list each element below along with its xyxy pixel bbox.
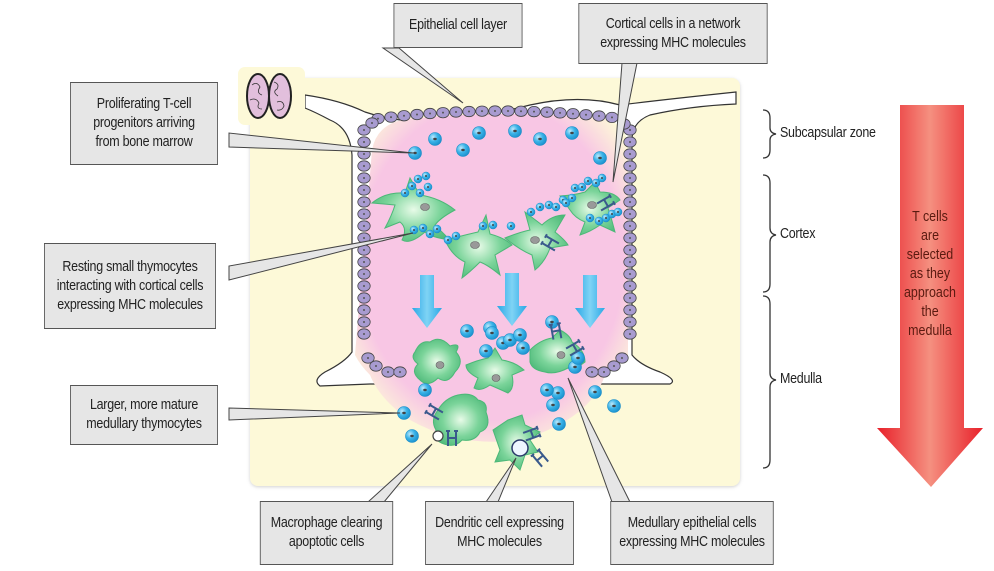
mhc-molecule bbox=[548, 322, 563, 340]
callout-pointers bbox=[228, 47, 638, 503]
migration-arrows bbox=[412, 273, 605, 328]
pointer-epithelial bbox=[381, 47, 464, 104]
mhc-molecule bbox=[424, 402, 444, 421]
down-arrow-icon bbox=[575, 275, 605, 328]
pointer-larger bbox=[228, 407, 401, 421]
callout-macrophage: Macrophage clearing apoptotic cells bbox=[259, 501, 394, 565]
apoptotic-cell bbox=[432, 430, 444, 442]
callout-cortical-cells: Cortical cells in a network expressing M… bbox=[578, 3, 768, 64]
selection-arrow-text: T cells are selected as they approach th… bbox=[903, 209, 957, 339]
mhc-molecule bbox=[540, 233, 560, 252]
pointer-proliferating bbox=[228, 132, 414, 154]
zone-label-medulla: Medulla bbox=[780, 371, 822, 387]
thymocytes bbox=[397, 124, 623, 443]
zone-braces bbox=[762, 109, 777, 469]
mhc-molecule bbox=[596, 193, 616, 212]
brain-icon bbox=[238, 67, 305, 125]
epithelial-cell-layer bbox=[357, 105, 637, 378]
callout-dendritic-cell: Dendritic cell expressing MHC molecules bbox=[425, 501, 574, 565]
zone-label-subcapsular: Subcapsular zone bbox=[780, 125, 876, 141]
callout-proliferating-progenitors: Proliferating T-cell progenitors arrivin… bbox=[70, 82, 218, 165]
zone-label-cortex: Cortex bbox=[780, 226, 816, 242]
dendritic-nucleus bbox=[511, 439, 529, 457]
callout-resting-thymocytes: Resting small thymocytes interacting wit… bbox=[44, 243, 216, 329]
down-arrow-icon bbox=[497, 273, 527, 326]
mhc-molecule bbox=[446, 430, 458, 446]
mhc-molecule bbox=[530, 448, 549, 468]
selection-arrow bbox=[877, 105, 983, 487]
down-arrow-icon bbox=[412, 275, 442, 328]
mhc-molecules bbox=[424, 193, 616, 468]
brace-medulla bbox=[762, 295, 777, 469]
nuclei bbox=[420, 201, 597, 382]
brace-cortex bbox=[762, 174, 777, 293]
pointer-resting bbox=[228, 232, 414, 281]
callout-larger-thymocytes: Larger, more mature medullary thymocytes bbox=[70, 385, 218, 445]
brace-subcapsular bbox=[762, 109, 777, 159]
mhc-molecule bbox=[522, 425, 542, 442]
callout-epithelial-layer: Epithelial cell layer bbox=[393, 3, 523, 48]
mhc-molecule bbox=[565, 338, 585, 357]
callout-medullary-epithelial: Medullary epithelial cells expressing MH… bbox=[610, 501, 774, 565]
medullary-cell bbox=[412, 338, 461, 384]
